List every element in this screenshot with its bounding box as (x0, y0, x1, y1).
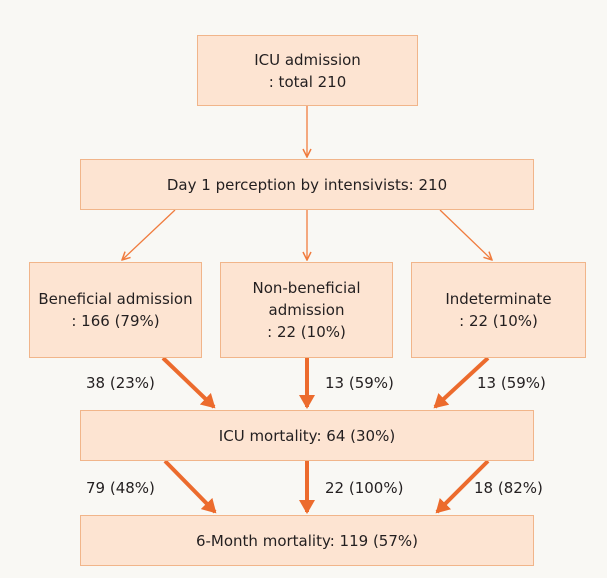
icu-admission-line2: : total 210 (268, 72, 347, 91)
nonbeneficial-line3: : 22 (10%) (267, 323, 346, 341)
beneficial-admission-box: Beneficial admission : 166 (79%) (29, 262, 202, 358)
label-beneficial-6m: 79 (48%) (86, 479, 155, 497)
beneficial-line1: Beneficial admission (38, 290, 193, 308)
nonbeneficial-line1: Non-beneficial (252, 279, 361, 297)
nonbeneficial-line2: admission (268, 301, 345, 319)
arrow-indeterminate-to-icu-mortality (433, 356, 490, 409)
label-indeterminate-icu: 13 (59%) (477, 374, 546, 392)
label-nonbeneficial-icu: 13 (59%) (325, 374, 394, 392)
arrow-indeterminate-to-6m-mortality (435, 459, 490, 514)
arrow-beneficial-to-icu-mortality (161, 356, 216, 409)
icu-mortality-text: ICU mortality: 64 (30%) (218, 426, 396, 445)
icu-mortality-box: ICU mortality: 64 (30%) (80, 410, 534, 461)
six-month-mortality-text: 6-Month mortality: 119 (57%) (195, 531, 419, 550)
indeterminate-line2: : 22 (10%) (459, 312, 538, 330)
arrow-beneficial-to-6m-mortality (163, 459, 217, 514)
six-month-mortality-box: 6-Month mortality: 119 (57%) (80, 515, 534, 566)
label-nonbeneficial-6m: 22 (100%) (325, 479, 404, 497)
beneficial-line2: : 166 (79%) (71, 312, 160, 330)
arrow-perception-to-indeterminate (439, 209, 492, 260)
icu-admission-box: ICU admission : total 210 (197, 35, 418, 106)
label-indeterminate-6m: 18 (82%) (474, 479, 543, 497)
arrow-perception-to-beneficial (122, 209, 176, 260)
label-beneficial-icu: 38 (23%) (86, 374, 155, 392)
nonbeneficial-admission-box: Non-beneficial admission : 22 (10%) (220, 262, 393, 358)
indeterminate-box: Indeterminate : 22 (10%) (411, 262, 586, 358)
indeterminate-line1: Indeterminate (445, 290, 552, 308)
icu-admission-line1: ICU admission (254, 50, 361, 69)
perception-text: Day 1 perception by intensivists: 210 (166, 175, 448, 194)
perception-box: Day 1 perception by intensivists: 210 (80, 159, 534, 210)
